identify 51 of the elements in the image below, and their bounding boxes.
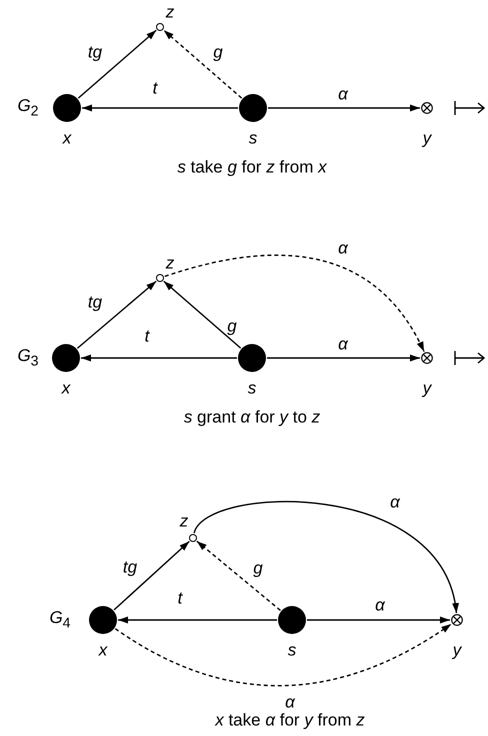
rule-caption: s take g for z from x <box>177 158 327 176</box>
edge-label: tg <box>86 294 104 310</box>
rule-caption: s grant α for y to z <box>184 408 320 426</box>
filled-node <box>52 344 80 372</box>
node-label: s <box>248 380 256 396</box>
node-label: z <box>166 254 174 272</box>
arrow <box>196 540 281 611</box>
graph-label: G$_{4}$ <box>49 609 71 631</box>
node-label: y <box>422 380 432 396</box>
hollow-node <box>156 23 164 31</box>
crossed-circle-node <box>451 614 463 626</box>
crossed-circle-node <box>421 352 433 364</box>
arrow <box>78 30 157 99</box>
crossed-circle-node <box>421 102 433 114</box>
arrow <box>118 616 277 624</box>
arrow <box>81 354 237 362</box>
filled-node <box>239 94 267 122</box>
edge-label: tg <box>122 558 138 576</box>
arrow <box>163 280 242 349</box>
edge-label: tg <box>86 44 104 60</box>
arrow <box>114 623 452 686</box>
filled-node <box>53 94 81 122</box>
node-label: y <box>422 130 432 146</box>
node-label: s <box>248 130 258 146</box>
hollow-node <box>189 534 197 542</box>
node-label: s <box>288 642 296 658</box>
node-label: x <box>98 642 108 658</box>
arrow <box>163 30 242 99</box>
node-label: z <box>166 4 174 20</box>
arrow <box>307 616 450 624</box>
graph-label: G$_{3}$ <box>17 347 39 369</box>
arrow <box>194 501 458 614</box>
edge-label: t <box>144 328 150 344</box>
node-label: z <box>180 512 188 530</box>
arrow <box>164 254 425 352</box>
arrow <box>267 354 420 362</box>
hollow-node <box>156 274 164 282</box>
graph-label: G$_{2}$ <box>17 97 39 119</box>
node-label: x <box>62 130 72 146</box>
arrow <box>76 280 157 349</box>
edge-label: t <box>152 80 158 96</box>
filled-node <box>89 606 117 634</box>
rule-caption: x take α for y from z <box>215 712 365 728</box>
edge-label: t <box>176 590 184 606</box>
node-label: y <box>452 642 462 658</box>
filled-node <box>238 344 266 372</box>
filled-node <box>278 606 306 634</box>
arrow <box>268 104 420 112</box>
arrow <box>114 540 190 610</box>
node-label: x <box>62 380 70 396</box>
arrow <box>82 104 238 112</box>
